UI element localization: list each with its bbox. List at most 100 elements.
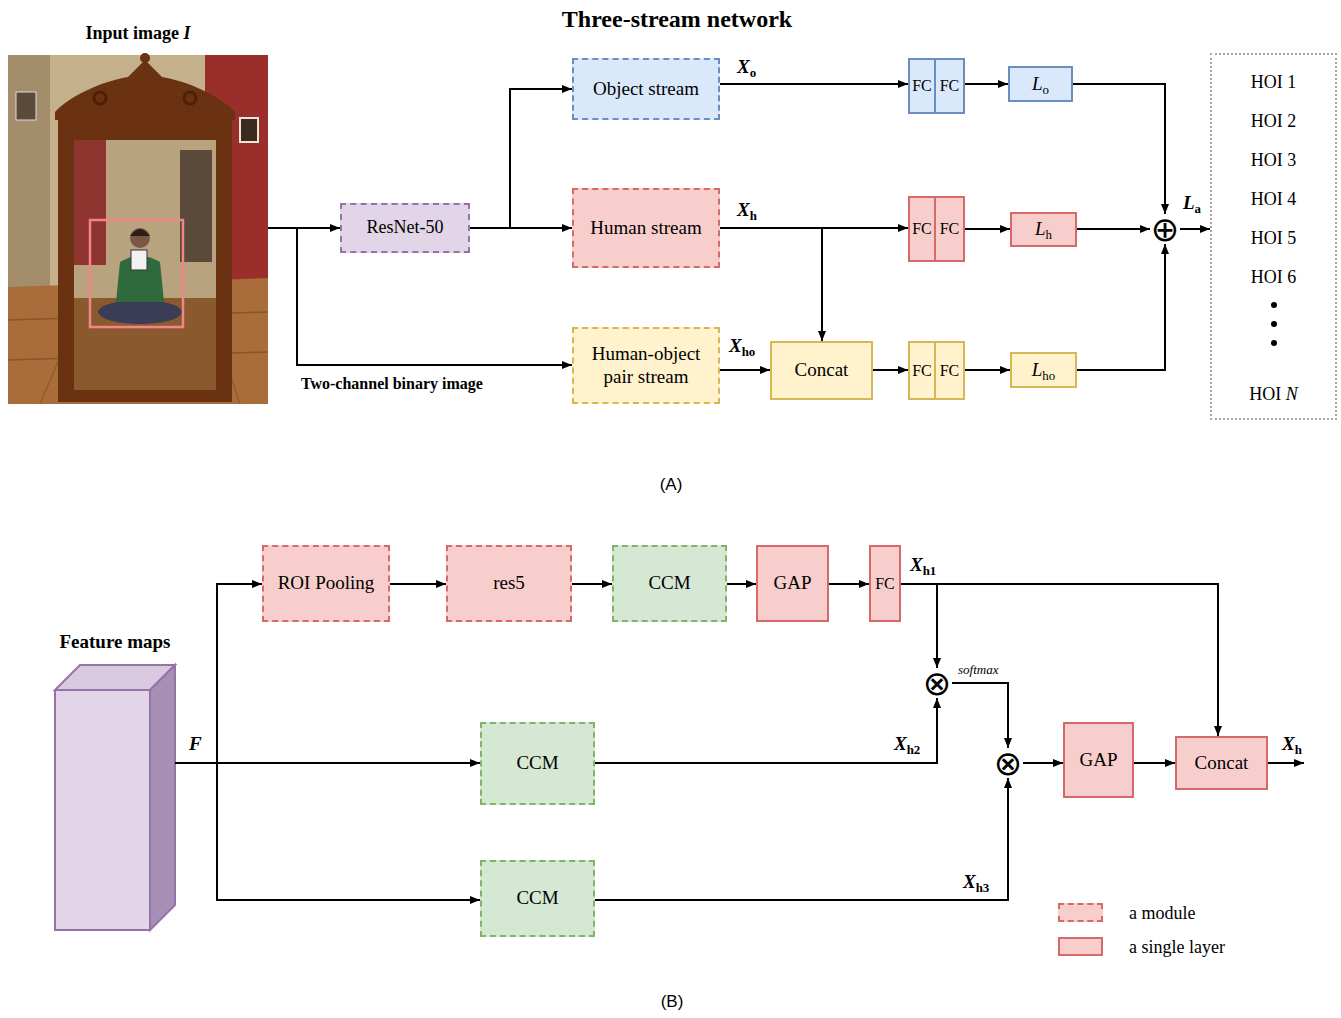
subscript: h: [1046, 227, 1052, 242]
connector-arrow: [175, 763, 480, 900]
connector-arrow: [1077, 228, 1150, 230]
italic-letter: N: [1286, 384, 1298, 404]
input-image: Input image I: [8, 55, 268, 404]
node-text: CCM: [488, 752, 587, 775]
edge-label: Xh2: [893, 733, 921, 755]
backbone-module: ResNet-50: [340, 203, 470, 253]
subscript: h: [750, 208, 757, 223]
symbol-letter: L: [1035, 218, 1046, 239]
symbol-letter: X: [910, 554, 923, 575]
feature-maps: Feature maps: [55, 665, 175, 930]
connector-arrow: [952, 683, 1008, 748]
symbol-letter: X: [1282, 733, 1295, 754]
node-text: FC: [936, 219, 963, 238]
connector-arrow: [1180, 228, 1210, 230]
output-symbol: Xh: [1281, 733, 1303, 755]
legend-swatch: [1058, 903, 1103, 922]
node-text: HOI 3: [1212, 141, 1335, 180]
subscript: o: [1043, 81, 1049, 96]
node-text: Human stream: [580, 217, 712, 240]
connector-arrow: [720, 369, 770, 371]
connector-arrow: [1023, 762, 1063, 764]
connector-arrow: [1077, 244, 1165, 370]
node-text: HOI 4: [1212, 180, 1335, 219]
diagram-title: Three-stream network: [561, 6, 793, 34]
connector-arrow: [595, 698, 937, 763]
node-text: Human-object pair stream: [580, 343, 712, 389]
connector-arrow: [965, 228, 1010, 230]
node-text: ⊗: [922, 668, 952, 698]
connector-arrow: [175, 584, 262, 763]
ellipsis-dots: [1271, 302, 1277, 346]
fc-layer: FC: [908, 341, 936, 400]
subscript: h: [1295, 742, 1302, 757]
legend-text: a module: [1128, 903, 1196, 924]
connector-arrow: [1073, 84, 1165, 214]
subscript: o: [750, 65, 756, 80]
loss-box: Lho: [1010, 352, 1077, 388]
edge-label: softmax: [957, 663, 999, 678]
node-text: res5: [454, 572, 564, 595]
legend-swatch: [1058, 937, 1103, 956]
subscript: a: [1195, 201, 1201, 216]
product-operator: ⊗: [993, 748, 1023, 778]
node-text: FC: [936, 76, 963, 95]
symbol-letter: L: [1183, 192, 1195, 213]
concat-layer: Concat: [770, 341, 873, 400]
ccm-module: CCM: [480, 860, 595, 937]
panel-letter: (A): [659, 475, 684, 495]
subscript: h3: [976, 880, 990, 895]
loss-box: Lh: [1010, 212, 1077, 247]
sum-operator: ⊕: [1150, 214, 1180, 244]
edge-label: Xh1: [909, 554, 937, 576]
module-box: ROI Pooling: [262, 545, 390, 622]
fc-layer: FC: [934, 341, 965, 400]
node-text: ROI Pooling: [270, 572, 382, 595]
symbol-letter: X: [737, 56, 750, 77]
edge-label: F: [188, 733, 203, 755]
connector-arrow: [390, 583, 446, 585]
connector-arrow: [595, 778, 1008, 900]
edge-label: Xh3: [962, 871, 990, 893]
subscript: h1: [923, 563, 937, 578]
connector-arrow: [829, 583, 869, 585]
symbol-letter: X: [963, 871, 976, 892]
subscript: ho: [1042, 367, 1055, 382]
node-text: HOI 1: [1212, 63, 1335, 102]
subscript: h2: [907, 742, 921, 757]
connector-arrow: [965, 83, 1008, 85]
gap-layer: GAP: [1063, 722, 1134, 798]
node-text: Object stream: [580, 78, 712, 101]
fc-layer: FC: [934, 196, 965, 262]
concat-layer: Concat: [1175, 736, 1268, 790]
input-photo: [8, 53, 268, 404]
edge-label: Xo: [736, 56, 757, 78]
text-part: Input image: [85, 23, 183, 43]
node-text: Lho: [1018, 359, 1069, 382]
connector-arrow: [901, 584, 1218, 736]
connector-arrow: [965, 369, 1010, 371]
panel-letter: (B): [660, 992, 685, 1012]
connector-arrow: [1134, 762, 1175, 764]
module-box: res5: [446, 545, 572, 622]
legend-text: a single layer: [1128, 937, 1226, 958]
node-text: Lo: [1016, 73, 1065, 96]
fc-layer: FC: [908, 196, 936, 262]
heading-text: Input image I: [0, 23, 298, 45]
symbol-letter: L: [1032, 73, 1043, 94]
loss-box: Lo: [1008, 66, 1073, 102]
stream-module: Human stream: [572, 188, 720, 268]
node-text: FC: [871, 574, 899, 593]
fc-layer: FC: [869, 545, 901, 622]
node-text: HOI N: [1212, 375, 1335, 414]
node-text: FC: [910, 219, 934, 238]
heading-text: Feature maps: [25, 631, 205, 654]
ccm-module: CCM: [480, 722, 595, 805]
connector-arrow: [720, 228, 822, 341]
symbol-letter: X: [894, 733, 907, 754]
stream-module: Object stream: [572, 58, 720, 120]
edge-label: Xho: [728, 335, 756, 357]
node-text: Concat: [1183, 752, 1260, 775]
node-text: CCM: [620, 572, 719, 595]
